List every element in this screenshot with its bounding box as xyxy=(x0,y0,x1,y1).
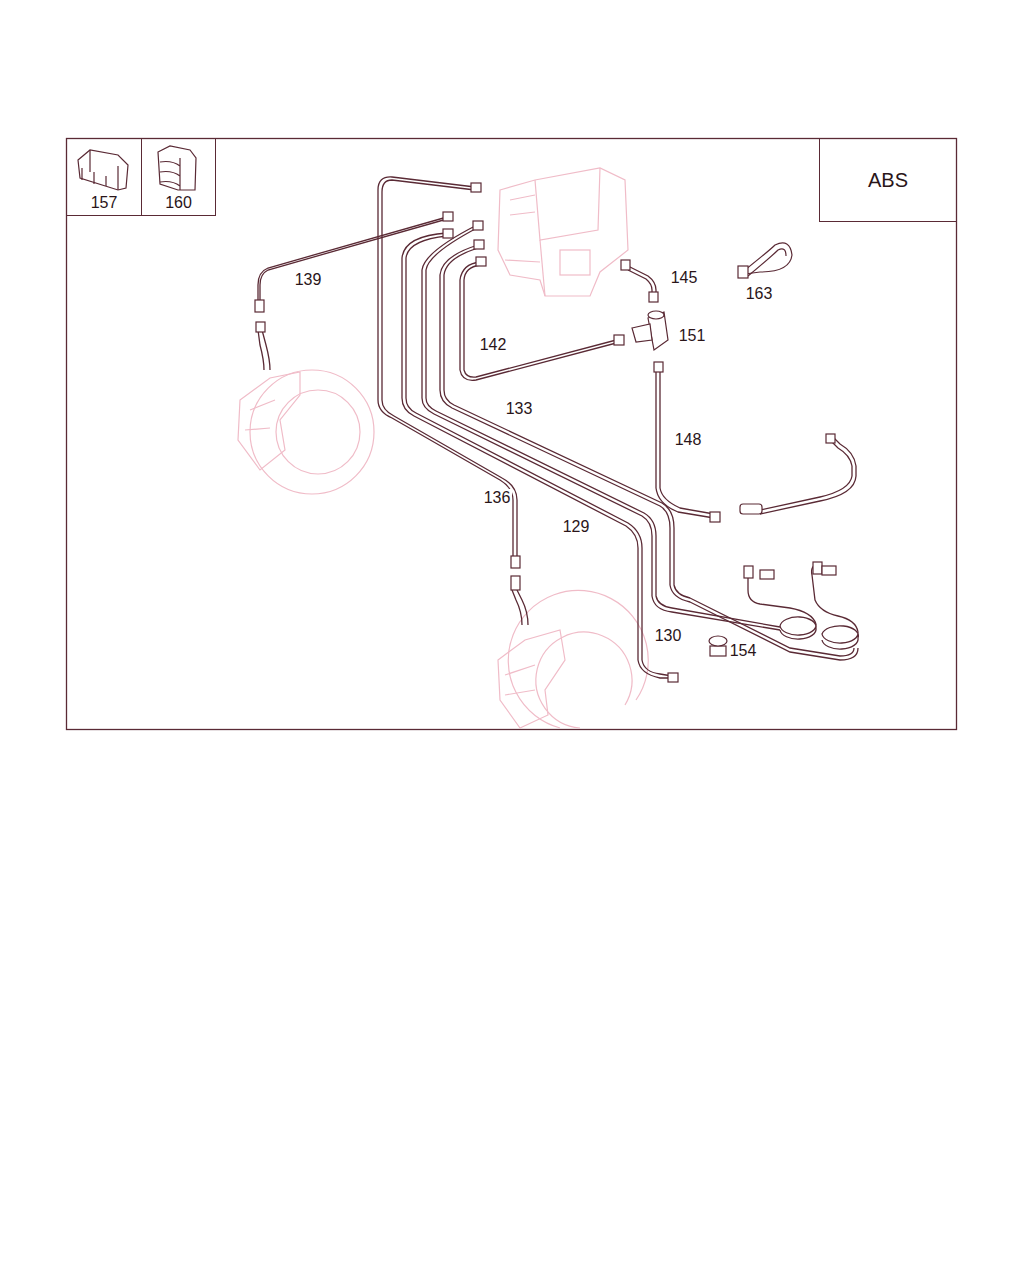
callout-number: 145 xyxy=(669,269,700,287)
callout-number: 157 xyxy=(91,193,118,213)
callout-number: 163 xyxy=(744,285,775,303)
system-label: ABS xyxy=(868,168,908,192)
callout-number: 142 xyxy=(478,336,509,354)
callout-number: 136 xyxy=(482,489,513,507)
callout-number: 151 xyxy=(677,327,708,345)
frame xyxy=(67,139,957,730)
wheel-ghost xyxy=(498,590,648,728)
callout-number: 154 xyxy=(728,642,759,660)
cable-tie xyxy=(738,243,792,278)
callout-number: 148 xyxy=(673,431,704,449)
fittings xyxy=(255,183,836,682)
brake-lines xyxy=(258,177,858,678)
wheel-ghost xyxy=(238,370,374,494)
part-cell: 160 xyxy=(141,138,216,216)
callout-number: 133 xyxy=(504,400,535,418)
callout-number: 139 xyxy=(293,271,324,289)
abs-unit-ghost xyxy=(498,168,628,296)
callout-number: 160 xyxy=(165,193,192,213)
callout-number: 130 xyxy=(653,627,684,645)
callout-number: 129 xyxy=(561,518,592,536)
part-cell: 157 xyxy=(66,138,142,216)
clip-icons xyxy=(78,146,196,190)
title-box: ABS xyxy=(819,138,957,222)
